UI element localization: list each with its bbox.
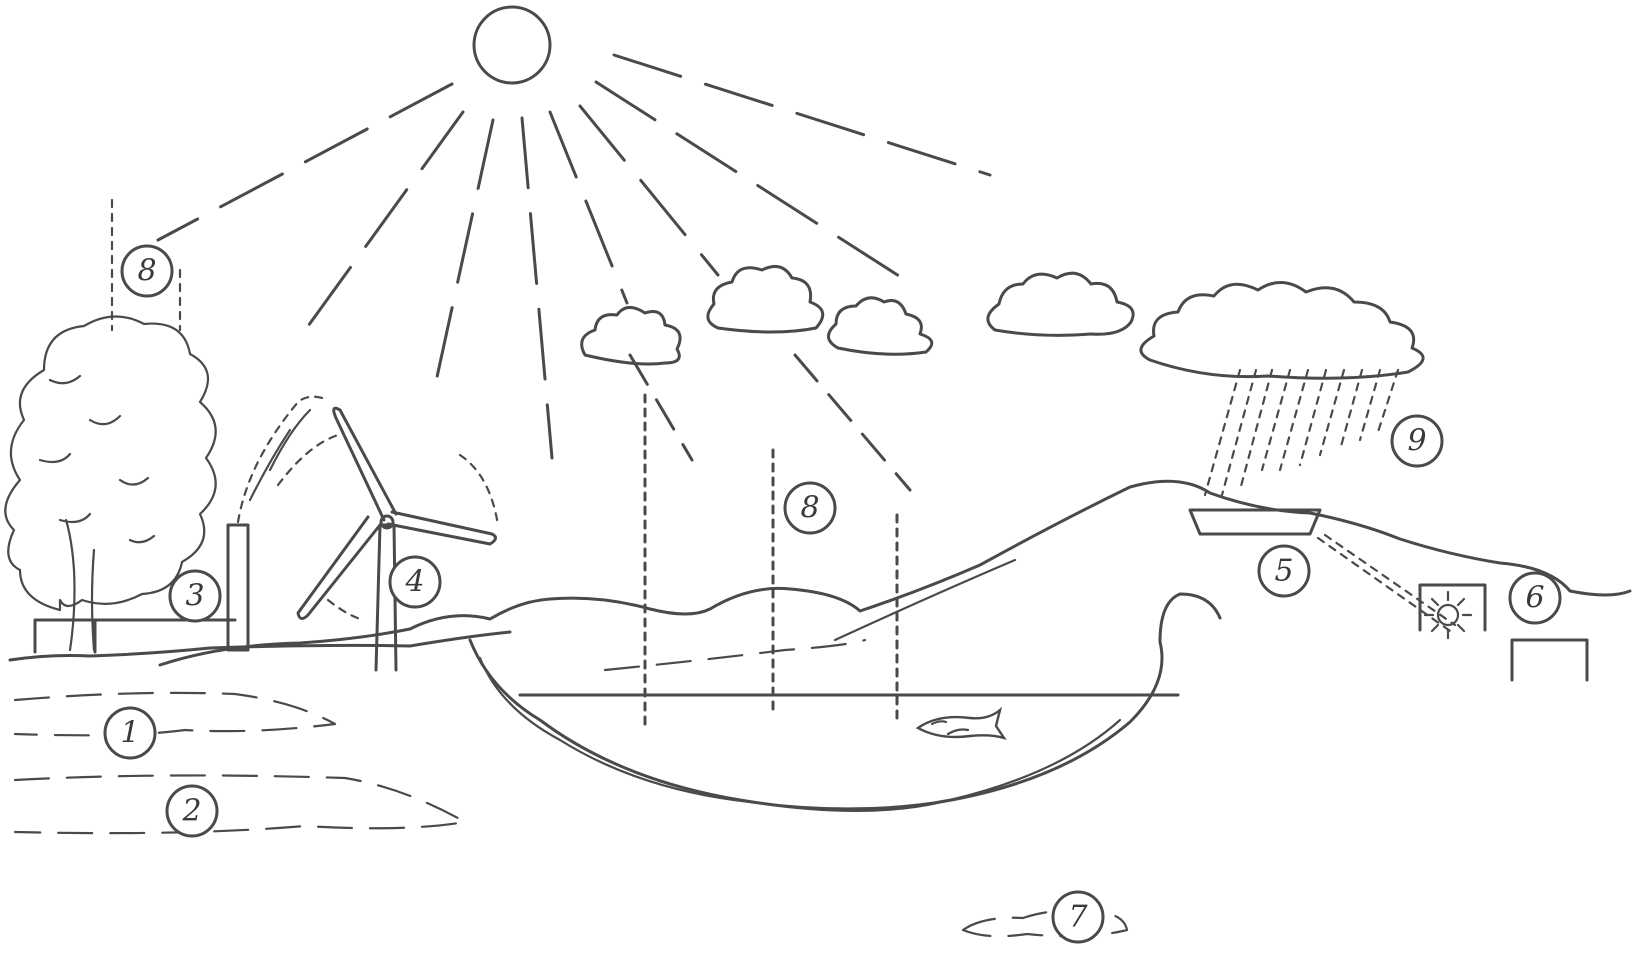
sun [474,7,550,83]
marker-9-label: 9 [1407,424,1426,459]
marker-4: 4 [390,557,440,607]
rain [1205,370,1398,495]
marker-9: 9 [1392,416,1442,466]
marker-8-lake: 8 [785,483,835,533]
marker-2: 2 [167,786,217,836]
marker-5: 5 [1259,546,1309,596]
marker-4-label: 4 [404,565,424,600]
sun-rays [158,55,990,490]
marker-1: 1 [105,708,155,758]
fish [918,710,1004,738]
marker-6-label: 6 [1525,581,1544,616]
marker-7-label: 7 [1068,900,1088,935]
marker-2-label: 2 [181,794,201,829]
marker-8-lake-label: 8 [800,491,819,526]
marker-3-label: 3 [185,579,204,614]
marker-6: 6 [1510,573,1560,623]
marker-8-tree-label: 8 [137,254,156,289]
marker-5-label: 5 [1274,554,1293,589]
marker-7: 7 [1053,892,1103,942]
clouds [582,266,1423,378]
marker-1-label: 1 [120,716,139,751]
marker-3: 3 [170,571,220,621]
wind-turbine [278,408,498,670]
marker-8-tree: 8 [122,246,172,296]
ground-layers [10,632,1127,936]
